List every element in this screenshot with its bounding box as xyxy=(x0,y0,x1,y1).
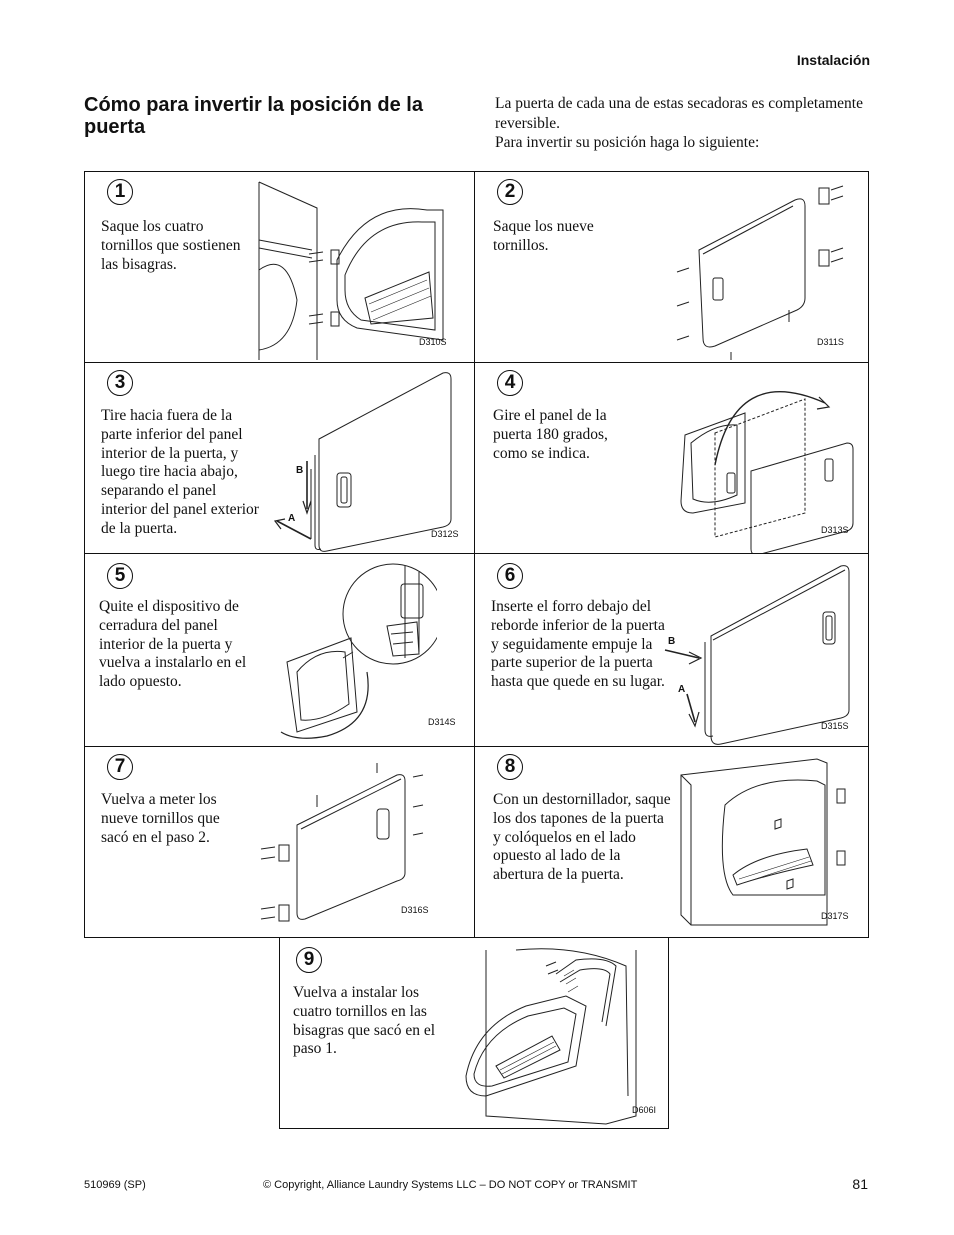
step-number-5: 5 xyxy=(107,563,133,589)
intro-line-1: La puerta de cada una de estas secadoras… xyxy=(495,95,863,132)
step-8-illustration xyxy=(680,758,846,926)
step-panel-9: 9 Vuelva a instalar los cuatro tornillos… xyxy=(279,937,669,1129)
step-text-5: Quite el dispositivo de cerradura del pa… xyxy=(99,598,247,691)
step-text-3: Tire hacia fuera de la parte inferior de… xyxy=(101,407,259,537)
figure-code-4: D313S xyxy=(821,525,849,535)
step-2-illustration xyxy=(676,185,844,360)
step-number-1: 1 xyxy=(107,179,133,205)
step-text-1: Saque los cuatro tornillos que sostienen… xyxy=(101,218,241,273)
intro-text: La puerta de cada una de estas secadoras… xyxy=(495,94,875,153)
step-text-8: Con un destornillador, saque los dos tap… xyxy=(493,791,671,884)
step-number-4: 4 xyxy=(497,370,523,396)
step-number-2: 2 xyxy=(497,179,523,205)
figure-code-6: D315S xyxy=(821,721,849,731)
step-panel-1: 1 Saque los cuatro tornillos que sostien… xyxy=(84,171,475,363)
footer-copyright: © Copyright, Alliance Laundry Systems LL… xyxy=(263,1179,638,1191)
step-1-illustration xyxy=(258,181,444,360)
figure-code-5: D314S xyxy=(428,717,456,727)
step-panel-6: 6 Inserte el forro debajo del reborde in… xyxy=(474,553,869,747)
step-number-3: 3 xyxy=(107,370,133,396)
step-number-9: 9 xyxy=(296,947,322,973)
step-3-illustration xyxy=(273,372,452,552)
step-text-4: Gire el panel de la puerta 180 grados, c… xyxy=(493,407,608,462)
step-6-illustration xyxy=(664,565,850,745)
page-title: Cómo para invertir la posición de la pue… xyxy=(84,94,423,138)
figure-code-9: D606I xyxy=(632,1105,657,1115)
step-panel-8: 8 Con un destornillador, saque los dos t… xyxy=(474,746,869,938)
step-panel-5: 5 Quite el dispositivo de cerradura del … xyxy=(84,553,475,747)
step-text-6: Inserte el forro debajo del reborde infe… xyxy=(491,598,665,691)
page-number: 81 xyxy=(852,1176,868,1192)
figure-code-7: D316S xyxy=(401,905,429,915)
step-panel-3: 3 Tire hacia fuera de la parte inferior … xyxy=(84,362,475,554)
figure-code-2: D311S xyxy=(817,337,844,347)
step-text-7: Vuelva a meter los nueve tornillos que s… xyxy=(101,791,220,846)
callout-b-step-3: B xyxy=(296,465,304,476)
step-7-illustration xyxy=(260,763,424,922)
step-number-6: 6 xyxy=(497,563,523,589)
callout-a-step-6: A xyxy=(678,684,686,695)
step-text-9: Vuelva a instalar los cuatro tornillos e… xyxy=(293,984,436,1058)
step-number-7: 7 xyxy=(107,754,133,780)
step-text-2: Saque los nueve tornillos. xyxy=(493,218,594,254)
section-label: Instalación xyxy=(796,52,870,68)
callout-b-step-6: B xyxy=(668,636,676,647)
figure-code-1: D310S xyxy=(419,337,447,347)
step-panel-7: 7 Vuelva a meter los nueve tornillos que… xyxy=(84,746,475,938)
step-panel-2: 2 Saque los nueve tornillos. D311S xyxy=(474,171,869,363)
step-5-illustration xyxy=(280,563,437,739)
step-9-illustration xyxy=(465,948,637,1125)
figure-code-8: D317S xyxy=(821,911,849,921)
step-4-illustration xyxy=(680,391,854,553)
callout-a-step-3: A xyxy=(288,513,296,524)
step-number-8: 8 xyxy=(497,754,523,780)
footer-doc-number: 510969 (SP) xyxy=(84,1179,146,1191)
intro-line-2: Para invertir su posición haga lo siguie… xyxy=(495,134,760,151)
figure-code-3: D312S xyxy=(431,529,459,539)
step-panel-4: 4 Gire el panel de la puerta 180 grados,… xyxy=(474,362,869,554)
